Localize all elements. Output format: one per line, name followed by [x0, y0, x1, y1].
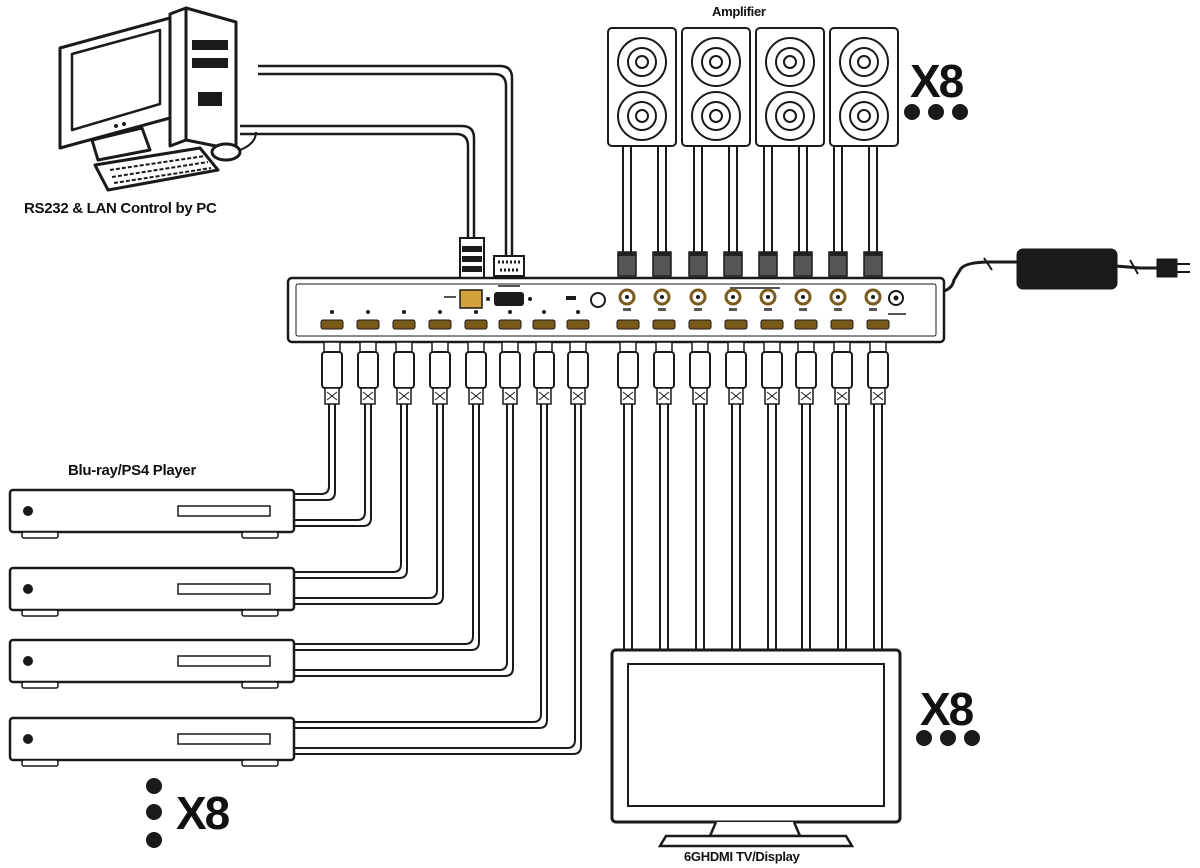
hdmi-plug-icon: [617, 351, 639, 389]
coax-cable: [622, 146, 632, 252]
hdmi-plug-icon: [867, 351, 889, 389]
amplifier-label: Amplifier: [712, 4, 766, 19]
rj45-plug-icon: [459, 237, 485, 279]
hdmi-cable: [294, 404, 508, 671]
hdmi-cable: [294, 404, 438, 599]
coax-cables: [617, 146, 883, 277]
coax-cable: [833, 146, 843, 252]
display-label: 6GHDMI TV/Display: [684, 849, 800, 864]
db9-plug-icon: [493, 255, 525, 277]
display-more-dots: [916, 730, 980, 746]
hdmi-output-port: [688, 319, 712, 330]
hdmi-plug-icon: [533, 351, 555, 389]
hdmi-output-port: [724, 319, 748, 330]
hdmi-cable: [801, 404, 811, 652]
hdmi-output-port: [760, 319, 784, 330]
player-more-dots: [146, 778, 162, 848]
hdmi-plug-icon: [465, 351, 487, 389]
hdmi-cable: [731, 404, 741, 652]
hdmi-cable: [623, 404, 633, 652]
hdmi-input-port: [532, 319, 556, 330]
hdmi-cable: [294, 404, 474, 645]
display-multiplier: X8: [920, 683, 974, 735]
hdmi-output-port: [616, 319, 640, 330]
coax-output-ports: [618, 288, 882, 311]
hdmi-plug-icon: [357, 351, 379, 389]
hdmi-input-port: [392, 319, 416, 330]
matrix-switch: [286, 276, 946, 344]
hdmi-output-port: [652, 319, 676, 330]
hdmi-cable: [659, 404, 669, 652]
hdmi-plug-icon: [689, 351, 711, 389]
hdmi-plug-icon: [725, 351, 747, 389]
hdmi-output-port: [794, 319, 818, 330]
hdmi-output-port: [866, 319, 890, 330]
hdmi-cable: [294, 404, 576, 749]
hdmi-input-port: [428, 319, 452, 330]
hdmi-cable: [294, 404, 330, 495]
power-adapter-icon: [922, 248, 1190, 298]
hdmi-plug-icon: [567, 351, 589, 389]
pc-label: RS232 & LAN Control by PC: [24, 200, 217, 217]
hdmi-cable: [695, 404, 705, 652]
coax-cable: [728, 146, 738, 252]
bluray-player-icon: [8, 716, 296, 767]
hdmi-cable: [837, 404, 847, 652]
hdmi-input-port: [566, 319, 590, 330]
pc-icon: [58, 6, 257, 192]
ir-port-icon: [590, 292, 606, 308]
hdmi-plug-icon: [761, 351, 783, 389]
bluray-player-icon: [8, 488, 296, 539]
hdmi-plug-icon: [831, 351, 853, 389]
amplifier-icon: [607, 27, 899, 147]
pc-control-cables: [240, 64, 514, 258]
player-label: Blu-ray/PS4 Player: [68, 462, 197, 479]
hdmi-cable: [767, 404, 777, 652]
hdmi-plug-icon: [499, 351, 521, 389]
coax-cable: [763, 146, 773, 252]
hdmi-cable: [873, 404, 883, 652]
hdmi-input-cables: [294, 341, 589, 755]
hdmi-input-port: [498, 319, 522, 330]
coax-cable: [798, 146, 808, 252]
hdmi-output-cables: [617, 341, 889, 652]
hdmi-input-ports: [320, 310, 590, 330]
amplifier-more-dots: [904, 104, 968, 120]
hdmi-input-port: [356, 319, 380, 330]
hdmi-cable: [294, 404, 402, 573]
hdmi-plug-icon: [321, 351, 343, 389]
players: [8, 488, 296, 767]
rs232-port-icon: [494, 292, 524, 306]
player-multiplier: X8: [176, 787, 230, 839]
bluray-player-icon: [8, 566, 296, 617]
coax-cable: [693, 146, 703, 252]
tv-display-icon: [610, 648, 902, 848]
bluray-player-icon: [8, 638, 296, 689]
hdmi-input-port: [320, 319, 344, 330]
lan-port-icon: [459, 289, 483, 309]
hdmi-output-port: [830, 319, 854, 330]
hdmi-input-port: [464, 319, 488, 330]
hdmi-cable: [294, 404, 542, 723]
hdmi-output-ports: [616, 319, 890, 330]
coax-cable: [868, 146, 878, 252]
hdmi-plug-icon: [795, 351, 817, 389]
hdmi-plug-icon: [653, 351, 675, 389]
hdmi-plug-icon: [429, 351, 451, 389]
hdmi-plug-icon: [393, 351, 415, 389]
coax-cable: [657, 146, 667, 252]
hdmi-cable: [294, 404, 366, 521]
amplifier-multiplier: X8: [910, 55, 964, 107]
